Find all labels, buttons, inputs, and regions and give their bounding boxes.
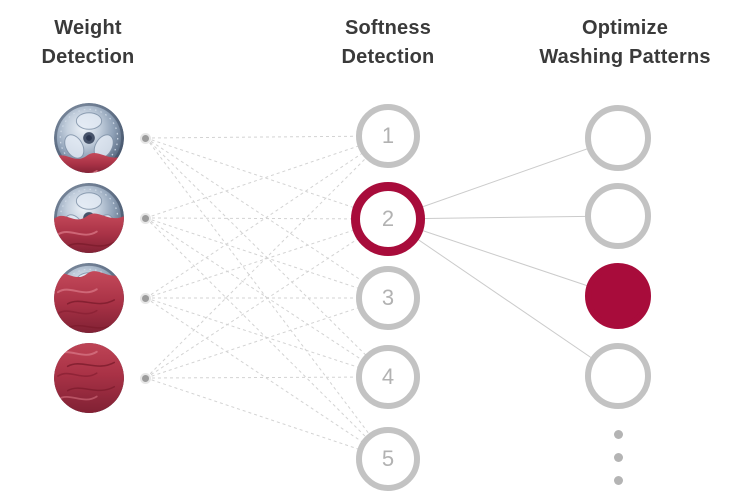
connection-origin-dot [142,375,149,382]
laundry-photo-3 [54,263,124,333]
pattern-node-2 [585,183,651,249]
softness-node-1: 1 [356,104,420,168]
softness-node-label: 3 [381,285,395,310]
laundry-photo-1 [54,103,124,173]
column-title-softness-detection: Softness Detection [342,14,435,72]
softness-node-5: 5 [356,427,420,491]
softness-node-label: 1 [381,123,395,148]
connection-origin-dot [142,215,149,222]
softness-node-4: 4 [356,345,420,409]
ellipsis-dot [614,430,623,439]
laundry-photo-2 [54,183,124,253]
title-line: Detection [41,46,135,68]
softness-node-3: 3 [356,266,420,330]
connection-origin-dot [142,295,149,302]
ellipsis-dot [614,476,623,485]
softness-node-2: 2 [351,182,425,256]
title-line: Detection [341,46,435,68]
title-line: Softness [344,17,432,39]
laundry-photo-4 [54,343,124,413]
pattern-node-3 [585,263,651,329]
softness-node-label: 4 [381,364,395,389]
connection-origin-dot [142,135,149,142]
pattern-node-1 [585,105,651,171]
column-title-weight-detection: Weight Detection [42,14,135,72]
ellipsis-dot [614,453,623,462]
title-line: Optimize [581,17,669,39]
title-line: Washing Patterns [539,46,711,68]
title-line: Weight [54,17,122,39]
softness-node-label: 5 [381,446,395,471]
pattern-node-4 [585,343,651,409]
softness-node-label: 2 [381,206,395,231]
column-title-optimize-washing: Optimize Washing Patterns [539,14,710,72]
